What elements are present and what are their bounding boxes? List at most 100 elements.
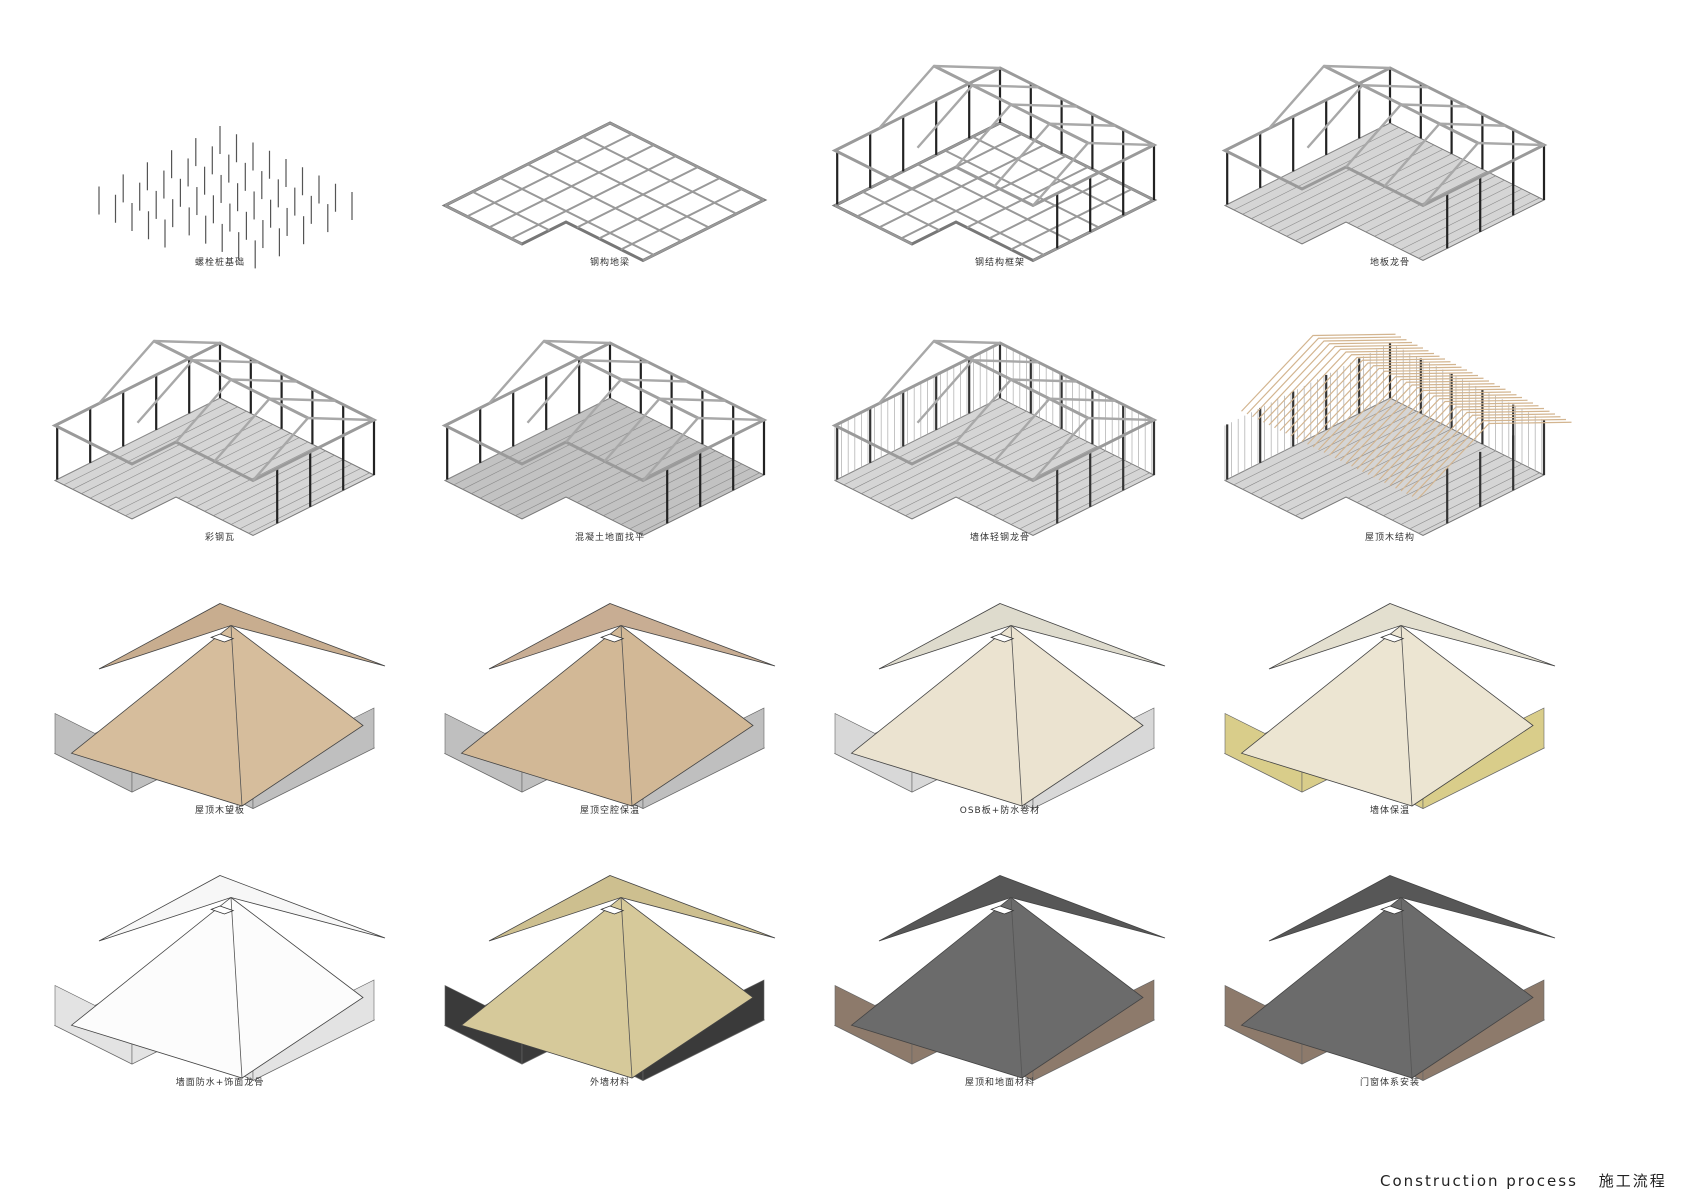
deck-plank <box>1268 144 1435 228</box>
deck-plank <box>98 419 265 503</box>
deck-plank <box>497 424 663 508</box>
deck-plank <box>125 432 291 516</box>
truss <box>526 359 649 424</box>
deck-plank <box>1365 446 1487 508</box>
timber-rafter <box>1241 333 1396 412</box>
deck-plank <box>1295 157 1461 241</box>
axonometric-drawing <box>443 875 776 1082</box>
deck-plank <box>620 463 743 525</box>
skylight <box>210 905 235 915</box>
deck-plank <box>629 468 751 530</box>
axonometric-drawing <box>443 603 776 810</box>
axonometric-drawing <box>1223 603 1556 810</box>
deck-plank <box>72 406 238 490</box>
timber-rafter <box>1329 377 1484 456</box>
step-5-panel: 彩钢瓦 <box>20 339 420 635</box>
deck-plank <box>1251 135 1417 219</box>
skylight <box>600 905 625 915</box>
timber-rafter <box>1411 418 1567 497</box>
truss <box>955 378 1078 443</box>
deck-plank <box>116 428 282 512</box>
timber-rafter <box>1334 380 1490 459</box>
truss <box>878 339 1001 405</box>
step-caption: 地板龙骨 <box>1369 258 1410 268</box>
deck-plank <box>1251 410 1417 494</box>
deck-plank <box>1286 428 1452 512</box>
step-3-panel: 钢结构框架 <box>800 64 1200 360</box>
step-caption: 屋顶空腔保温 <box>579 806 640 816</box>
ground-beam <box>944 149 1100 229</box>
truss <box>993 122 1116 188</box>
deck-plank <box>1356 441 1479 503</box>
timber-rafter <box>1301 363 1457 442</box>
step-16-panel: 门窗体系安装 <box>1190 875 1590 1180</box>
truss <box>488 339 611 405</box>
timber-rafter <box>1367 396 1523 475</box>
ground-beam <box>917 163 1072 243</box>
axonometric-drawing <box>53 603 386 810</box>
axonometric-drawing <box>833 603 1166 810</box>
step-caption: 混凝土地面找平 <box>574 533 645 543</box>
deck-plank <box>222 459 344 521</box>
footer-title: Construction process 施工流程 <box>1380 1170 1680 1191</box>
step-caption: OSB板+防水卷材 <box>959 806 1041 816</box>
truss <box>955 103 1078 168</box>
timber-rafter <box>1378 402 1534 481</box>
ground-beam <box>444 204 523 245</box>
ground-beam <box>966 166 1089 229</box>
deck-plank <box>1383 454 1505 516</box>
footer-title-zh: 施工流程 <box>1598 1172 1667 1190</box>
deck-plank <box>1260 415 1426 499</box>
deck-plank <box>896 428 1062 512</box>
ground-beam <box>472 190 550 232</box>
deck-plank <box>993 454 1115 516</box>
deck-plank <box>186 441 309 503</box>
step-caption: 屋顶木望板 <box>194 806 245 816</box>
deck-plank <box>107 424 273 508</box>
timber-rafter <box>1323 374 1479 453</box>
deck-plank <box>1348 162 1470 224</box>
timber-rafter <box>1290 358 1446 437</box>
skylight <box>1380 633 1405 643</box>
timber-rafter <box>1285 355 1440 434</box>
timber-rafter <box>1351 388 1506 467</box>
ground-beam <box>862 190 940 232</box>
deck-plank <box>1028 472 1150 534</box>
deck-plank <box>603 454 725 516</box>
timber-rafter <box>1395 410 1550 489</box>
deck-plank <box>1383 179 1505 241</box>
deck-plank <box>63 402 229 486</box>
deck-plank <box>966 441 1089 503</box>
timber-rafter <box>1246 336 1402 415</box>
deck-plank <box>1418 472 1540 534</box>
truss <box>252 416 375 482</box>
step-4-panel: 地板龙骨 <box>1190 64 1590 360</box>
deck-plank <box>878 419 1045 503</box>
timber-rafter <box>1268 347 1424 426</box>
truss <box>603 397 726 463</box>
deck-plank <box>515 432 681 516</box>
deck-plank <box>905 432 1071 516</box>
truss <box>1422 141 1545 207</box>
timber-rafter <box>1318 372 1473 451</box>
deck-plank <box>1233 127 1399 211</box>
truss <box>98 339 221 405</box>
deck-plank <box>612 459 734 521</box>
truss <box>136 359 259 424</box>
timber-rafter <box>1312 369 1468 448</box>
timber-rafter <box>1389 407 1545 486</box>
step-caption: 墙面防水+饰面龙骨 <box>175 1078 265 1088</box>
axonometric-drawing <box>441 121 768 263</box>
truss <box>1306 84 1429 149</box>
deck-plank <box>239 468 361 530</box>
truss <box>175 378 298 443</box>
deck-plank <box>1295 432 1461 516</box>
step-caption: 屋顶木结构 <box>1364 533 1415 543</box>
step-caption: 门窗体系安装 <box>1359 1078 1420 1088</box>
timber-rafter <box>1279 352 1435 431</box>
timber-rafter <box>1257 341 1413 420</box>
deck-plank <box>1356 166 1479 228</box>
axonometric-drawing <box>441 339 768 537</box>
deck-plank <box>1392 184 1514 246</box>
